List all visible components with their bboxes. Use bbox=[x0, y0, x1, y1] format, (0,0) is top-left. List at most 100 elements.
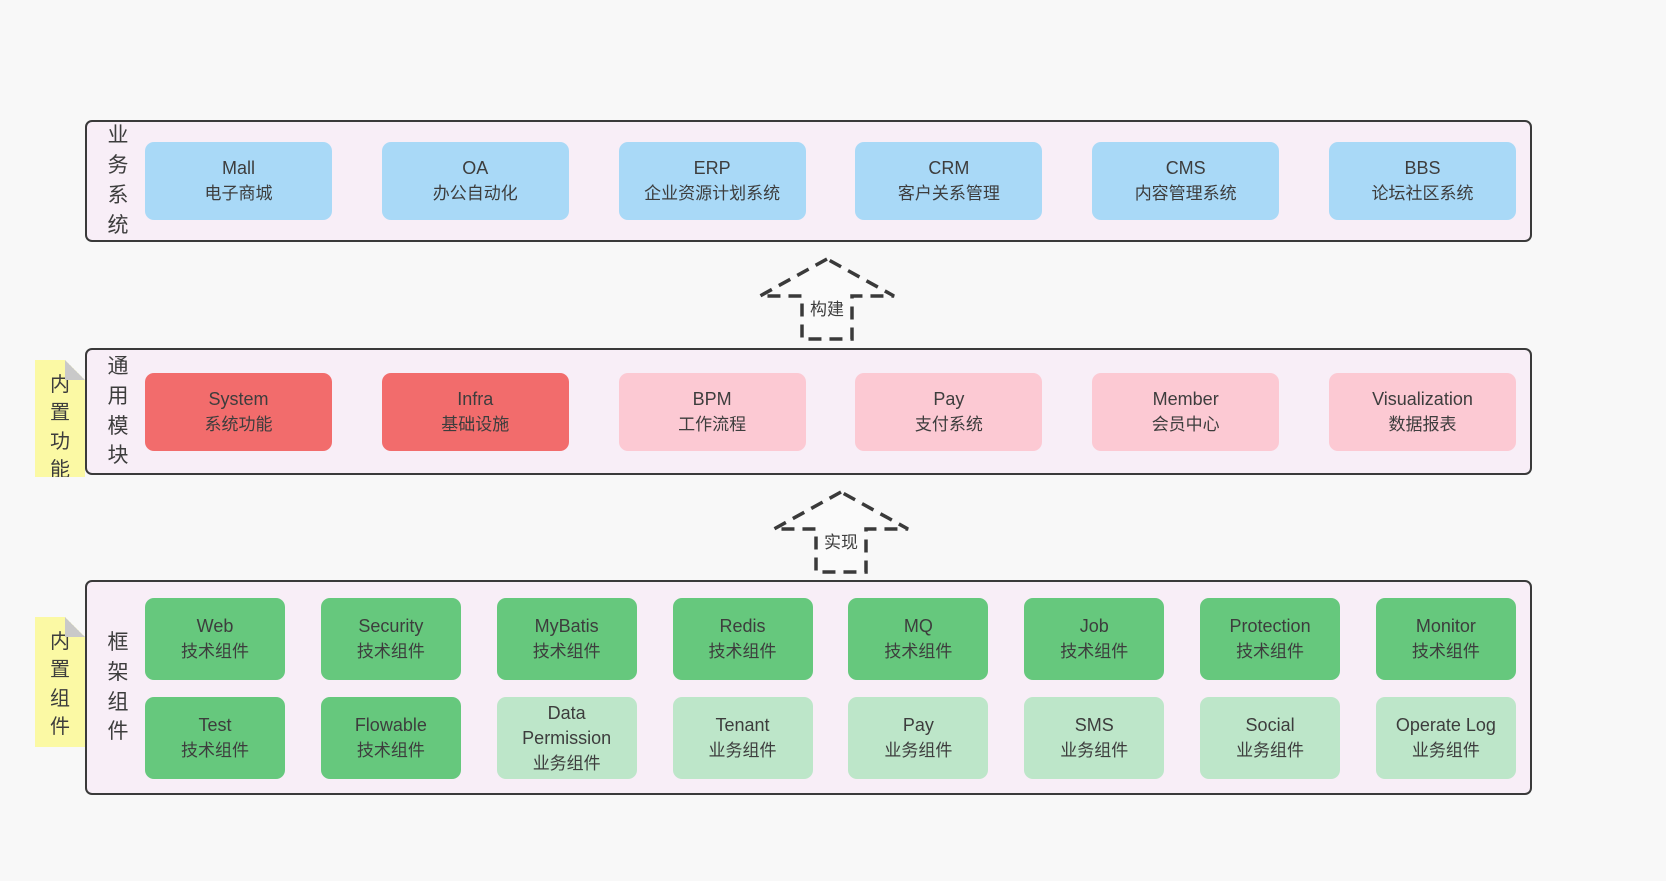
sticky-note-builtin-components: 内置组件 bbox=[35, 617, 85, 747]
box-subtitle: 办公自动化 bbox=[432, 184, 518, 203]
box-subtitle: 系统功能 bbox=[204, 414, 273, 434]
box-title: OA bbox=[462, 158, 489, 178]
box-bbs: BBS 论坛社区系统 bbox=[1328, 142, 1516, 220]
components-row-2: Test 技术组件 Flowable 技术组件 Data Permission … bbox=[145, 697, 1516, 779]
business-row: Mall 电子商城 OA 办公自动化 ERP 企业资源计划系统 CRM 客户关系… bbox=[145, 142, 1516, 220]
box-subtitle: 客户关系管理 bbox=[897, 184, 1000, 203]
box-subtitle: 论坛社区系统 bbox=[1371, 184, 1474, 203]
box-title: Job bbox=[1079, 616, 1109, 636]
box-subtitle: 技术组件 bbox=[356, 741, 425, 760]
box-subtitle: 技术组件 bbox=[1411, 642, 1480, 661]
box-title: Test bbox=[198, 715, 232, 735]
box-title: Operate Log bbox=[1395, 715, 1496, 735]
box-subtitle: 企业资源计划系统 bbox=[644, 184, 781, 203]
box-subtitle: 技术组件 bbox=[1060, 642, 1129, 661]
box-subtitle: 技术组件 bbox=[356, 642, 425, 661]
box-subtitle: 业务组件 bbox=[1411, 741, 1480, 760]
box-subtitle: 电子商城 bbox=[204, 184, 273, 203]
box-monitor: Monitor 技术组件 bbox=[1375, 598, 1516, 680]
box-title: ERP bbox=[693, 158, 731, 178]
box-title: Protection bbox=[1229, 616, 1311, 636]
implement-arrow: 实现 bbox=[770, 489, 912, 575]
box-cms: CMS 内容管理系统 bbox=[1092, 142, 1280, 220]
box-subtitle: 技术组件 bbox=[708, 642, 777, 661]
build-arrow-label: 构建 bbox=[808, 295, 846, 320]
box-subtitle: 业务组件 bbox=[884, 741, 953, 760]
box-subtitle: 内容管理系统 bbox=[1134, 184, 1237, 203]
box-subtitle: 数据报表 bbox=[1388, 414, 1457, 434]
box-mall: Mall 电子商城 bbox=[145, 142, 332, 220]
box-tenant: Tenant 业务组件 bbox=[672, 697, 813, 779]
box-sms: SMS 业务组件 bbox=[1024, 697, 1165, 779]
modules-row: System 系统功能 Infra 基础设施 BPM 工作流程 Pay 支付系统… bbox=[145, 372, 1516, 451]
box-title: Pay bbox=[933, 388, 965, 409]
box-subtitle: 技术组件 bbox=[181, 741, 249, 760]
sticky-note-text: 内置组件 bbox=[50, 631, 70, 739]
box-subtitle: 业务组件 bbox=[708, 741, 777, 760]
box-erp: ERP 企业资源计划系统 bbox=[618, 142, 806, 220]
box-job: Job 技术组件 bbox=[1024, 598, 1165, 680]
box-subtitle: 技术组件 bbox=[532, 642, 601, 661]
box-title: BBS bbox=[1404, 158, 1441, 178]
box-infra: Infra 基础设施 bbox=[381, 372, 569, 451]
section-framework-components: 框架组件 Web 技术组件 Security 技术组件 MyBatis 技术组件… bbox=[85, 580, 1532, 795]
implement-arrow-label: 实现 bbox=[822, 528, 860, 553]
box-protection: Protection 技术组件 bbox=[1200, 598, 1341, 680]
section-label-modules: 通用模块 bbox=[107, 354, 129, 468]
box-oa: OA 办公自动化 bbox=[381, 142, 569, 220]
folded-corner-icon bbox=[65, 360, 85, 380]
box-subtitle: 业务组件 bbox=[1060, 741, 1129, 760]
box-subtitle: 技术组件 bbox=[884, 642, 953, 661]
box-title: MyBatis bbox=[534, 616, 599, 636]
build-arrow: 构建 bbox=[756, 256, 898, 342]
box-operate-log: Operate Log 业务组件 bbox=[1375, 697, 1516, 779]
box-title: CRM bbox=[928, 158, 970, 178]
box-title: CMS bbox=[1165, 158, 1206, 178]
box-title: Data Permission bbox=[522, 702, 612, 748]
components-row-1: Web 技术组件 Security 技术组件 MyBatis 技术组件 Redi… bbox=[145, 598, 1516, 680]
box-member: Member 会员中心 bbox=[1092, 372, 1280, 451]
box-title: Infra bbox=[457, 388, 494, 409]
box-subtitle: 支付系统 bbox=[914, 414, 983, 434]
box-title: System bbox=[208, 388, 269, 409]
box-subtitle: 会员中心 bbox=[1151, 414, 1220, 434]
box-social: Social 业务组件 bbox=[1200, 697, 1341, 779]
box-title: Visualization bbox=[1372, 388, 1473, 409]
box-subtitle: 技术组件 bbox=[1236, 642, 1305, 661]
sticky-note-builtin-features: 内置功能 bbox=[35, 360, 85, 477]
section-common-modules: 通用模块 System 系统功能 Infra 基础设施 BPM 工作流程 Pay… bbox=[85, 348, 1532, 475]
sticky-note-text: 内置功能 bbox=[50, 374, 70, 482]
box-title: Pay bbox=[902, 715, 934, 735]
box-bpm: BPM 工作流程 bbox=[618, 372, 806, 451]
box-title: Redis bbox=[719, 616, 766, 636]
box-title: Mall bbox=[221, 158, 255, 178]
box-mq: MQ 技术组件 bbox=[848, 598, 989, 680]
box-pay-component: Pay 业务组件 bbox=[848, 697, 989, 779]
folded-corner-icon bbox=[65, 617, 85, 637]
box-crm: CRM 客户关系管理 bbox=[855, 142, 1043, 220]
box-title: Flowable bbox=[354, 715, 427, 735]
box-title: BPM bbox=[692, 388, 732, 409]
box-title: Tenant bbox=[715, 715, 770, 735]
section-label-components: 框架组件 bbox=[107, 630, 129, 744]
box-security: Security 技术组件 bbox=[320, 598, 461, 680]
box-web: Web 技术组件 bbox=[145, 598, 285, 680]
box-flowable: Flowable 技术组件 bbox=[320, 697, 461, 779]
section-business-systems: 业务系统 Mall 电子商城 OA 办公自动化 ERP 企业资源计划系统 CRM… bbox=[85, 120, 1532, 242]
box-redis: Redis 技术组件 bbox=[672, 598, 813, 680]
box-data-permission: Data Permission 业务组件 bbox=[496, 697, 637, 779]
box-title: Member bbox=[1152, 388, 1219, 409]
box-subtitle: 工作流程 bbox=[678, 414, 747, 434]
box-title: Security bbox=[358, 616, 424, 636]
box-test: Test 技术组件 bbox=[145, 697, 285, 779]
box-mybatis: MyBatis 技术组件 bbox=[496, 598, 637, 680]
box-title: SMS bbox=[1074, 715, 1114, 735]
box-subtitle: 技术组件 bbox=[181, 642, 249, 661]
section-label-business: 业务系统 bbox=[107, 124, 129, 237]
box-title: Social bbox=[1245, 715, 1295, 735]
box-title: MQ bbox=[903, 616, 933, 636]
box-system: System 系统功能 bbox=[145, 372, 332, 451]
box-subtitle: 业务组件 bbox=[532, 753, 601, 773]
box-pay-system: Pay 支付系统 bbox=[855, 372, 1043, 451]
box-title: Monitor bbox=[1415, 616, 1476, 636]
